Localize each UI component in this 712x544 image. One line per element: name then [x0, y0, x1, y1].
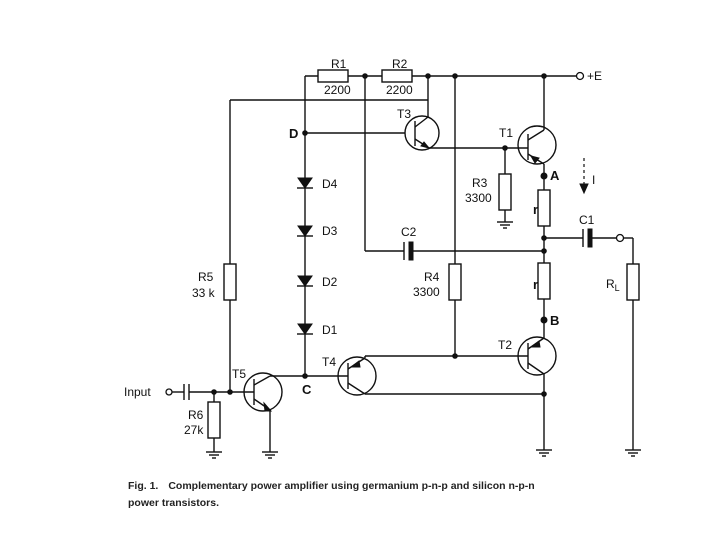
r4-value: 3300	[413, 285, 440, 299]
r-bottom-label: r	[533, 277, 538, 292]
d2-label: D2	[322, 275, 338, 289]
node-a-label: A	[550, 168, 560, 183]
resistor-r5	[223, 263, 237, 392]
figure-caption: Fig. 1.Complementary power amplifier usi…	[128, 478, 568, 512]
transistor-t2	[455, 336, 557, 457]
rl-subscript: L	[615, 283, 620, 293]
c2-label: C2	[401, 225, 417, 239]
t3-label: T3	[397, 107, 411, 121]
r5-value: 33 k	[192, 286, 216, 300]
supply-label: +E	[587, 69, 602, 83]
figure-caption-text: Complementary power amplifier using germ…	[128, 480, 535, 509]
r1-value: 2200	[324, 83, 351, 97]
resistor-r2	[381, 69, 413, 83]
r1-name: R1	[331, 57, 347, 71]
current-arrow	[579, 158, 589, 195]
d3-label: D3	[322, 224, 338, 238]
c2-branch	[364, 100, 544, 261]
d4-label: D4	[322, 177, 338, 191]
node-c-label: C	[302, 382, 312, 397]
r3-name: R3	[472, 176, 488, 190]
input-label: Input	[124, 385, 151, 399]
d1-label: D1	[322, 323, 338, 337]
r6-value: 27k	[184, 423, 204, 437]
r4-name: R4	[424, 270, 440, 284]
resistor-r4	[448, 76, 462, 359]
diode-d1	[297, 323, 313, 335]
transistor-t5	[227, 372, 305, 459]
resistor-r6	[206, 401, 222, 459]
t1-label: T1	[499, 126, 513, 140]
r2-name: R2	[392, 57, 408, 71]
node-b-label: B	[550, 313, 559, 328]
diode-d2	[297, 275, 313, 287]
resistor-rl	[625, 263, 641, 457]
t4-label: T4	[322, 355, 336, 369]
rl-label: RL	[606, 277, 620, 293]
figure-number: Fig. 1.	[128, 480, 159, 492]
diode-d3	[297, 225, 313, 237]
transistor-t1	[505, 76, 557, 176]
t5-label: T5	[232, 367, 246, 381]
r3-value: 3300	[465, 191, 492, 205]
t2-label: T2	[498, 338, 512, 352]
c1-output	[544, 228, 634, 264]
r2-value: 2200	[386, 83, 413, 97]
resistor-r3	[497, 145, 513, 229]
r6-name: R6	[188, 408, 204, 422]
diode-d4	[297, 177, 313, 189]
r5-name: R5	[198, 270, 214, 284]
transistor-t3	[305, 100, 505, 151]
node-d-label: D	[289, 126, 298, 141]
c1-label: C1	[579, 213, 595, 227]
transistor-t4	[302, 355, 547, 397]
output-stack	[537, 172, 551, 338]
r5-feed	[229, 73, 429, 264]
rl-name: R	[606, 277, 615, 291]
current-label: I	[592, 173, 595, 187]
resistor-r1	[317, 69, 349, 83]
r-top-label: r	[533, 202, 538, 217]
input-stage	[165, 384, 230, 402]
